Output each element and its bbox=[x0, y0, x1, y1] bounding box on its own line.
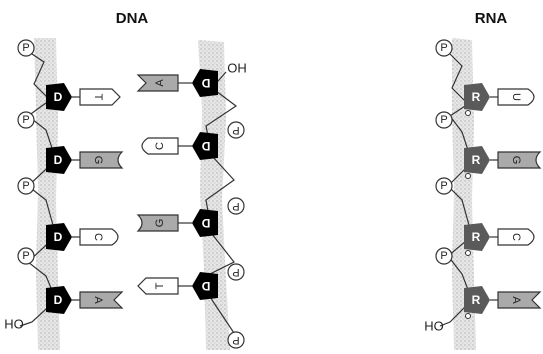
deoxyribose-label: D bbox=[201, 139, 210, 153]
deoxyribose-label: D bbox=[201, 76, 210, 90]
phosphate-label: P bbox=[232, 266, 239, 278]
rna-title: RNA bbox=[475, 10, 508, 27]
phosphate-label: P bbox=[232, 334, 239, 346]
hydroxyl-label: HO bbox=[4, 317, 24, 332]
dna-title: DNA bbox=[116, 10, 149, 27]
phosphate-label: P bbox=[232, 124, 239, 136]
base-label: A bbox=[92, 296, 104, 304]
ribose-sugar bbox=[464, 223, 490, 251]
phosphate-label: P bbox=[440, 250, 447, 262]
ribose-sugar bbox=[464, 286, 490, 314]
phosphate-circle bbox=[435, 177, 453, 195]
deoxyribose-label: D bbox=[54, 293, 63, 307]
deoxyribose-label: D bbox=[54, 153, 63, 167]
phosphate-label: P bbox=[232, 200, 239, 212]
phosphate-circle bbox=[17, 247, 35, 265]
phosphate-circle bbox=[435, 111, 453, 129]
deoxyribose-sugar bbox=[192, 69, 218, 97]
phosphate-circle bbox=[17, 177, 35, 195]
base-c bbox=[79, 228, 119, 246]
ribose-hydroxyl-dot bbox=[465, 313, 471, 319]
base-c bbox=[141, 137, 179, 155]
base-label: T bbox=[154, 282, 166, 289]
deoxyribose-sugar bbox=[46, 83, 72, 111]
ribose-hydroxyl-dot bbox=[465, 250, 471, 256]
deoxyribose-sugar bbox=[46, 286, 72, 314]
deoxyribose-label: D bbox=[54, 90, 63, 104]
phosphate-circle bbox=[227, 263, 245, 281]
ribose-label: R bbox=[472, 293, 481, 307]
deoxyribose-sugar bbox=[192, 272, 218, 300]
ribose-sugar bbox=[464, 146, 490, 174]
base-label: G bbox=[92, 156, 104, 165]
base-label: T bbox=[92, 94, 104, 101]
base-a bbox=[136, 74, 179, 92]
phosphate-label: P bbox=[22, 180, 29, 192]
hydroxyl-label: OH bbox=[227, 61, 247, 76]
rna-backbone bbox=[452, 38, 476, 350]
base-a bbox=[79, 291, 124, 309]
phosphate-label: P bbox=[440, 114, 447, 126]
phosphate-circle bbox=[227, 121, 245, 139]
base-g bbox=[497, 151, 542, 169]
ribose-sugar bbox=[464, 83, 490, 111]
ribose-label: R bbox=[472, 90, 481, 104]
base-a bbox=[497, 291, 542, 309]
ribose-hydroxyl-dot bbox=[465, 110, 471, 116]
base-label: A bbox=[510, 296, 522, 304]
phosphate-label: P bbox=[22, 42, 29, 54]
base-label: C bbox=[92, 233, 104, 241]
rna-strand: P P P P R U R G R C R A HO bbox=[424, 38, 542, 350]
base-c bbox=[497, 228, 535, 246]
base-g bbox=[79, 151, 124, 169]
deoxyribose-label: D bbox=[201, 216, 210, 230]
base-g bbox=[136, 214, 179, 232]
base-t bbox=[79, 88, 121, 106]
base-u bbox=[497, 88, 535, 106]
phosphate-circle bbox=[227, 331, 245, 349]
phosphate-circle bbox=[17, 111, 35, 129]
dna-right-strand: P P P P D A D C D G D T OH bbox=[136, 40, 247, 350]
phosphate-circle bbox=[17, 39, 35, 57]
deoxyribose-label: D bbox=[201, 279, 210, 293]
phosphate-circle bbox=[435, 247, 453, 265]
ribose-label: R bbox=[472, 153, 481, 167]
phosphate-label: P bbox=[22, 114, 29, 126]
ribose-label: R bbox=[472, 230, 481, 244]
base-label: C bbox=[510, 233, 522, 241]
phosphate-circle bbox=[227, 197, 245, 215]
phosphate-circle bbox=[435, 39, 453, 57]
hydroxyl-label: HO bbox=[424, 319, 444, 334]
ribose-hydroxyl-dot bbox=[465, 173, 471, 179]
phosphate-label: P bbox=[440, 42, 447, 54]
base-label: G bbox=[154, 219, 166, 228]
base-label: G bbox=[510, 156, 522, 165]
deoxyribose-sugar bbox=[192, 209, 218, 237]
dna-left-strand: P P P P D T D G D C D A HO bbox=[4, 38, 124, 350]
base-t bbox=[137, 277, 179, 295]
deoxyribose-sugar bbox=[46, 146, 72, 174]
phosphate-label: P bbox=[440, 180, 447, 192]
base-label: C bbox=[154, 142, 166, 150]
deoxyribose-sugar bbox=[192, 132, 218, 160]
phosphate-label: P bbox=[22, 250, 29, 262]
base-label: A bbox=[154, 79, 166, 87]
base-label: U bbox=[510, 93, 522, 101]
deoxyribose-sugar bbox=[46, 223, 72, 251]
deoxyribose-label: D bbox=[54, 230, 63, 244]
